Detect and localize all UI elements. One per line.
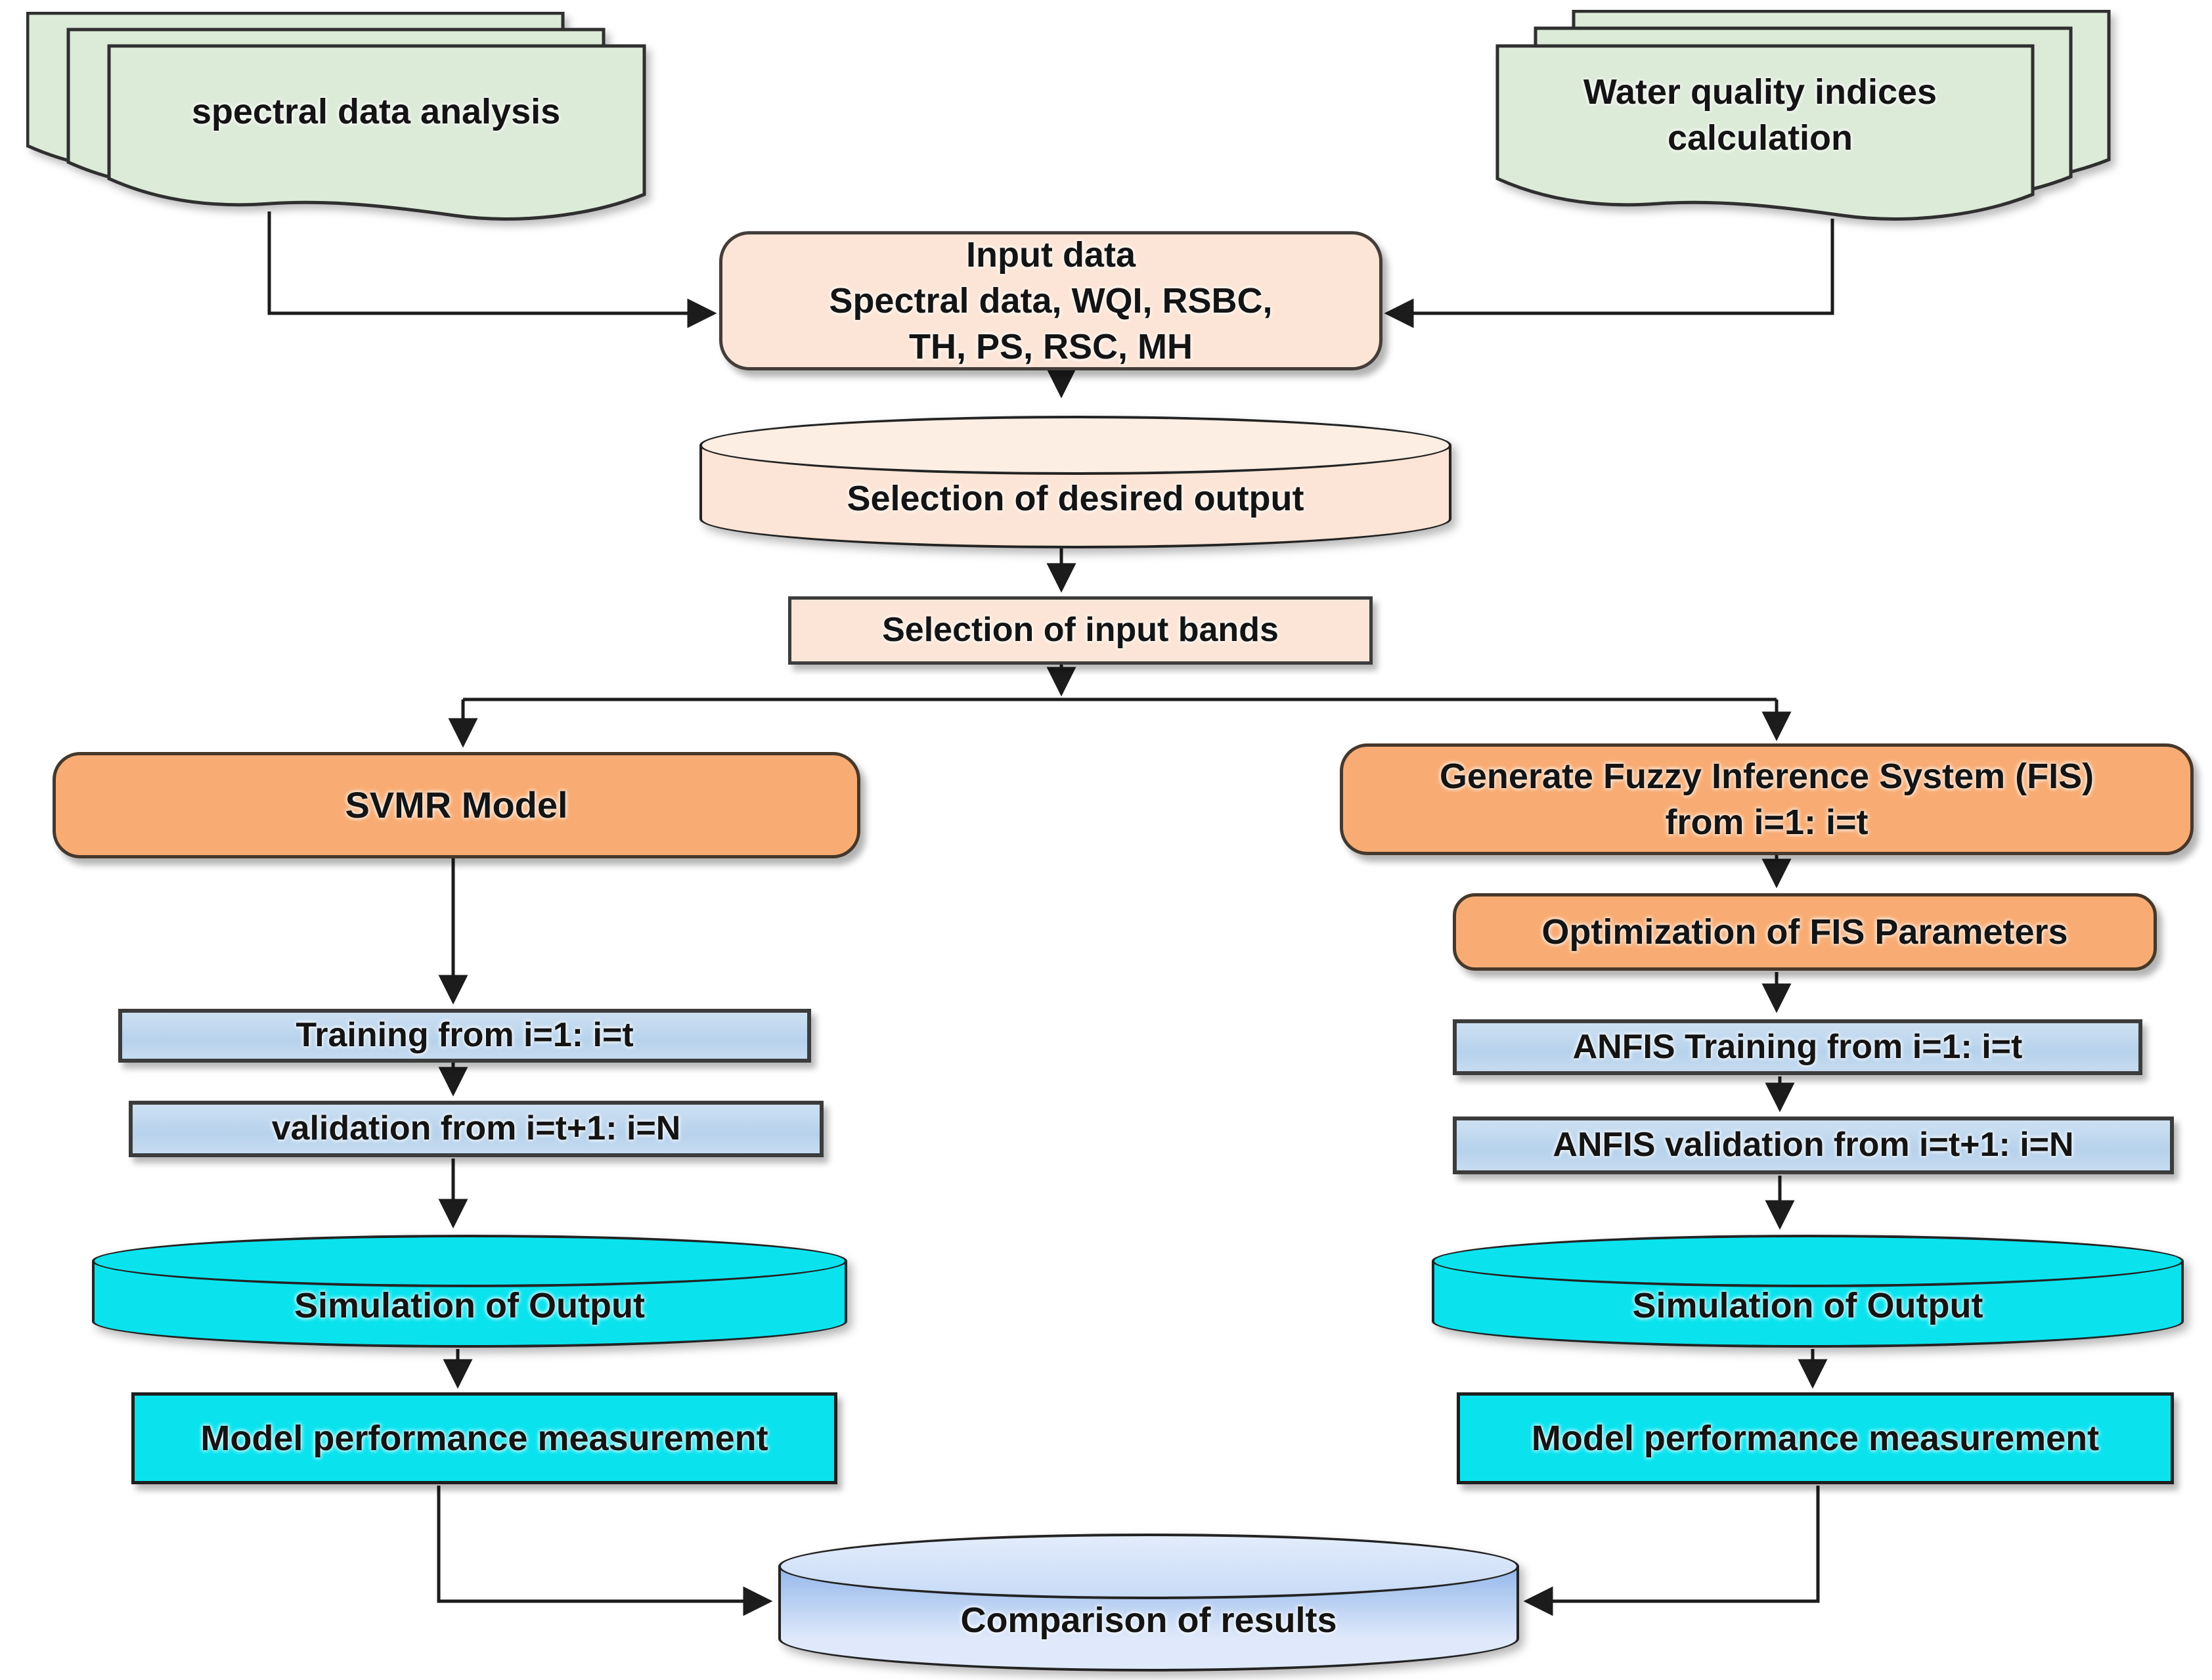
simulation-left-label: Simulation of Output (92, 1264, 847, 1348)
connector-performance-left-to-comparison (437, 1486, 773, 1616)
node-comparison-cylinder: Comparison of results (778, 1534, 1519, 1671)
node-input-bands: Selection of input bands (788, 596, 1373, 665)
node-desired-output-cylinder: Selection of desired output (699, 416, 1451, 548)
simulation-left-text: Simulation of Output (294, 1285, 645, 1325)
validation-text: validation from i=t+1: i=N (271, 1109, 681, 1148)
fis-optimization-text: Optimization of FIS Parameters (1541, 912, 2068, 952)
generate-fis-line2: from i=1: i=t (1665, 803, 1869, 842)
wqi-docs-label: Water quality indices calculation (1524, 59, 1997, 171)
node-wqi-docs (1488, 9, 2121, 243)
performance-right-text: Model performance measurement (1531, 1418, 2100, 1458)
node-spectral-data-docs (26, 11, 650, 238)
comparison-label: Comparison of results (778, 1570, 1519, 1671)
spectral-docs-text: spectral data analysis (191, 91, 561, 131)
node-generate-fis: Generate Fuzzy Inference System (FIS) fr… (1340, 743, 2194, 855)
svmr-model-text: SVMR Model (345, 784, 568, 826)
connector-performance-right-to-comparison (1523, 1486, 1820, 1616)
performance-left-text: Model performance measurement (200, 1418, 768, 1458)
node-performance-left: Model performance measurement (131, 1392, 837, 1484)
input-data-line3: TH, PS, RSC, MH (908, 327, 1193, 367)
node-training: Training from i=1: i=t (118, 1009, 811, 1063)
node-svmr-model: SVMR Model (53, 752, 860, 858)
wqi-docs-text-line2: calculation (1667, 118, 1853, 158)
comparison-text: Comparison of results (960, 1601, 1337, 1641)
anfis-validation-text: ANFIS validation from i=t+1: i=N (1553, 1126, 2074, 1164)
cylinder-top (699, 416, 1451, 475)
simulation-right-text: Simulation of Output (1632, 1285, 1983, 1325)
simulation-right-label: Simulation of Output (1432, 1264, 2184, 1348)
node-input-data: Input data Spectral data, WQI, RSBC, TH,… (719, 231, 1382, 370)
node-anfis-validation: ANFIS validation from i=t+1: i=N (1453, 1116, 2174, 1174)
spectral-docs-label: spectral data analysis (135, 66, 617, 158)
input-bands-text: Selection of input bands (882, 611, 1279, 650)
connector-spectral-to-input (267, 211, 717, 328)
connector-wqi-to-input (1384, 219, 1834, 328)
generate-fis-line1: Generate Fuzzy Inference System (FIS) (1439, 756, 2094, 796)
training-text: Training from i=1: i=t (296, 1016, 634, 1055)
cylinder-top (1432, 1235, 2184, 1287)
document-sheet-front (1495, 44, 2035, 221)
anfis-training-text: ANFIS Training from i=1: i=t (1572, 1027, 2023, 1066)
node-performance-right: Model performance measurement (1457, 1392, 2174, 1484)
desired-output-text: Selection of desired output (847, 478, 1304, 518)
cylinder-top (778, 1534, 1519, 1599)
node-anfis-training: ANFIS Training from i=1: i=t (1453, 1019, 2142, 1075)
node-validation: validation from i=t+1: i=N (129, 1101, 824, 1157)
document-sheet-front (107, 44, 646, 221)
node-simulation-right-cylinder: Simulation of Output (1432, 1235, 2184, 1348)
input-data-line1: Input data (966, 234, 1136, 275)
cylinder-top (92, 1235, 847, 1287)
input-data-line2: Spectral data, WQI, RSBC, (829, 280, 1273, 321)
node-fis-optimization: Optimization of FIS Parameters (1453, 893, 2157, 971)
wqi-docs-text-line1: Water quality indices (1583, 72, 1937, 112)
node-simulation-left-cylinder: Simulation of Output (92, 1235, 847, 1348)
desired-output-label: Selection of desired output (699, 449, 1451, 549)
